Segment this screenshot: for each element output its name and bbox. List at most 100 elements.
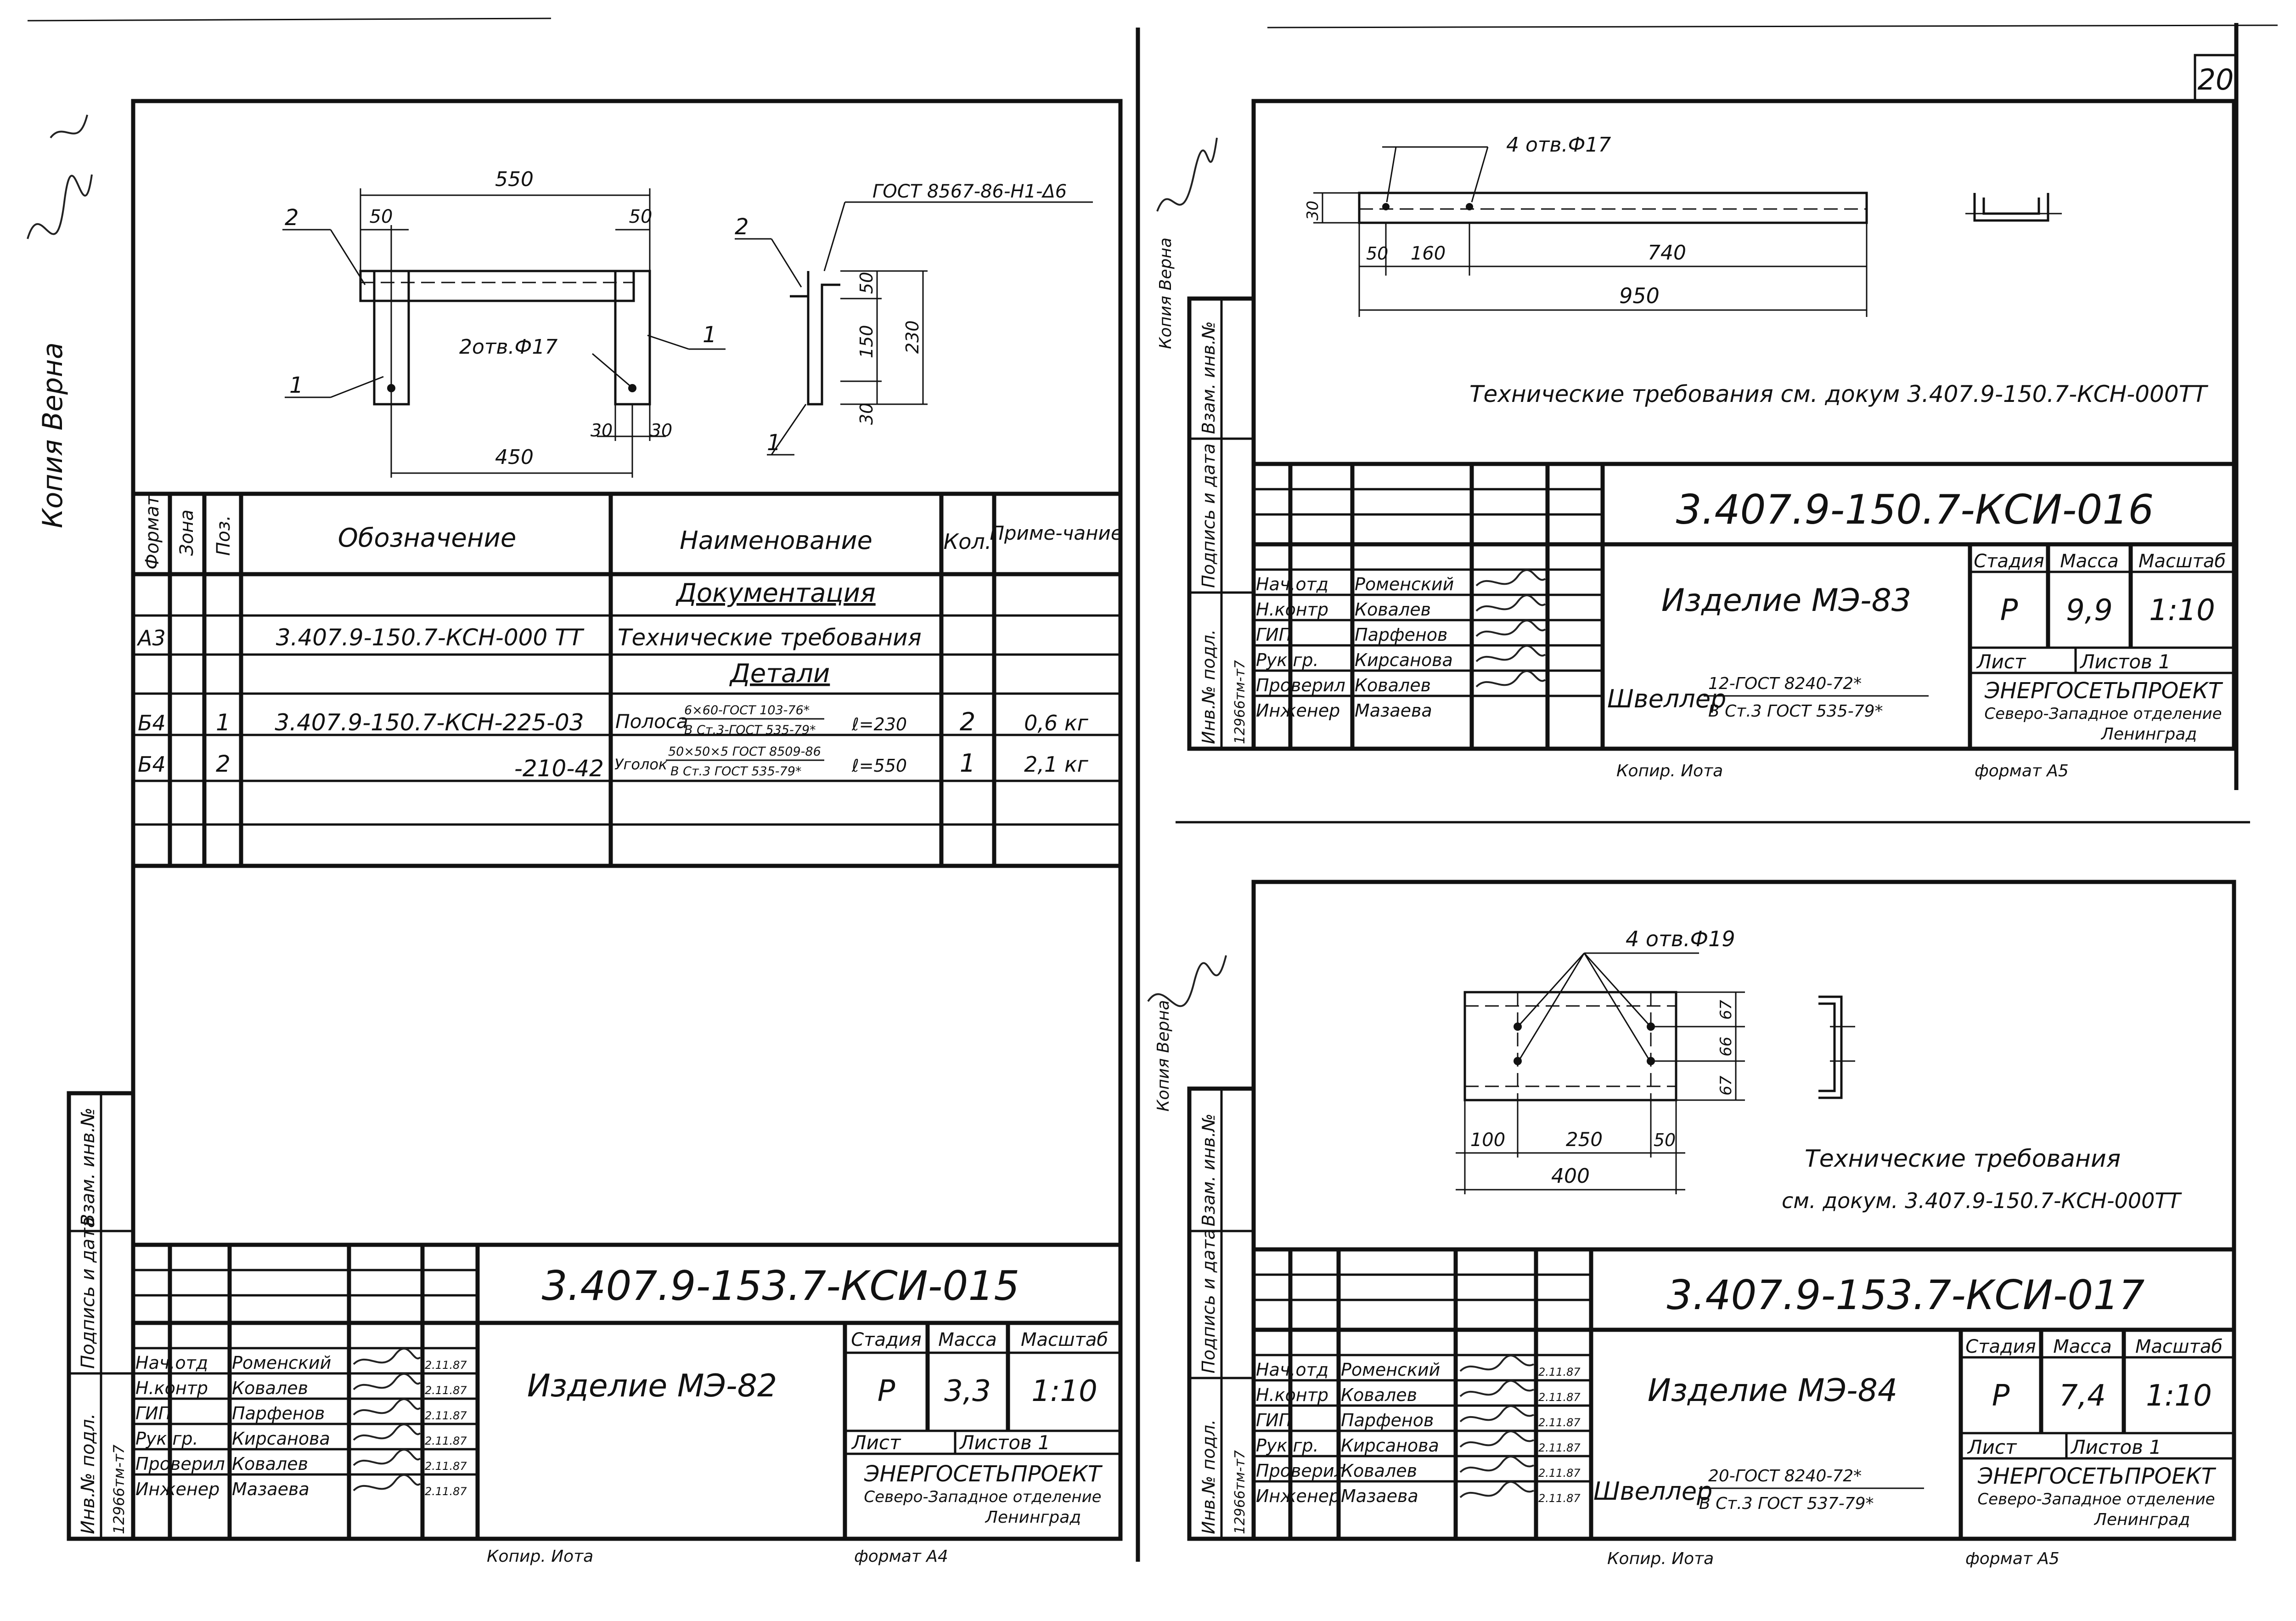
dim-v-230: 230 [902, 320, 923, 354]
material-steel: В Ст.3 ГОСТ 535-79* [1708, 702, 1883, 721]
dim-v-50: 50 [856, 272, 877, 294]
signature [353, 1474, 421, 1491]
dim-30-016: 30 [1304, 201, 1322, 220]
row2-designation: -210-42 [514, 755, 604, 782]
staff-name: Кирсанова [232, 1429, 330, 1449]
tech-req-017-line1: Технические требования [1805, 1145, 2121, 1173]
staff-date: 2.11.87 [1538, 1441, 1581, 1454]
signature [1475, 620, 1546, 637]
value-mass: 9,9 [2066, 593, 2113, 627]
row-docs-designation: 3.407.9-150.7-КСН-000 ТТ [276, 624, 585, 651]
dim-250: 250 [1566, 1128, 1603, 1151]
staff-name: Роменский [1355, 574, 1454, 594]
holes-label-017: 4 отв.Ф19 [1626, 926, 1735, 951]
signature [1475, 670, 1546, 688]
signature [1475, 594, 1546, 612]
org-city: Ленинград [2100, 725, 2197, 744]
staff-role: Нач.отд [1256, 1360, 1328, 1380]
dim-30-left: 30 [591, 420, 613, 441]
header-note: Приме-чание [990, 522, 1122, 544]
staff-date: 2.11.87 [425, 1384, 467, 1397]
material-steel: В Ст.3 ГОСТ 537-79* [1699, 1494, 1874, 1513]
staff-date: 2.11.87 [1538, 1467, 1581, 1480]
copy-stamp-right-mid: Копия Верна [1154, 1000, 1173, 1112]
label-sheet: Лист [1976, 650, 2026, 673]
label-podpis: Подпись и дата [1199, 443, 1219, 588]
staff-role: Рук.гр. [1256, 1435, 1319, 1456]
pos-1-label-c: 1 [767, 430, 781, 456]
inv-number: 12966тм-т7 [1232, 1450, 1248, 1534]
row-docs-name: Технические требования [618, 624, 922, 651]
signature [1459, 1355, 1534, 1372]
material-main: Швеллер [1607, 684, 1726, 713]
format-label: формат А4 [854, 1547, 948, 1566]
sheet-015: 550 50 50 450 30 30 2отв.Ф17 2 1 1 [67, 99, 1123, 1566]
row2-qty: 1 [960, 749, 975, 778]
staff-name: Ковалев [1341, 1461, 1417, 1481]
label-scale: Масштаб [2135, 1336, 2223, 1357]
dim-66: 66 [1717, 1037, 1735, 1056]
row1-steel: В Ст.3-ГОСТ 535-79* [684, 723, 816, 737]
row2-format: Б4 [138, 752, 166, 777]
staff-name: Ковалев [232, 1454, 308, 1474]
label-sheet: Лист [851, 1431, 901, 1454]
sheet-017-drawing: 4 отв.Ф19 67 66 67 100 250 50 400 [1456, 926, 2182, 1213]
signature [1459, 1430, 1534, 1448]
label-podpis: Подпись и дата [78, 1217, 99, 1369]
signature [353, 1423, 421, 1441]
signature [353, 1373, 421, 1390]
staff-name: Парфенов [1341, 1410, 1434, 1430]
label-inv-podl: Инв.№ подл. [1199, 1419, 1219, 1534]
signature [1459, 1456, 1534, 1473]
row-docs-format: А3 [136, 626, 166, 650]
copy-label: Копир. Иота [1607, 1549, 1714, 1568]
top-edge-line [27, 17, 551, 22]
row1-qty: 2 [960, 707, 975, 736]
top-edge-line-right [1267, 24, 2278, 28]
side-strip-016: Инв.№ подл. Подпись и дата Взам. инв.№ 1… [1187, 296, 1256, 751]
row2-note: 2,1 кг [1024, 752, 1089, 777]
label-mass: Масса [2060, 551, 2119, 572]
header-name: Наименование [680, 526, 872, 555]
dim-67-top: 67 [1717, 1000, 1735, 1020]
dim-160-016: 160 [1411, 243, 1446, 264]
staff-name: Мазаева [232, 1479, 310, 1499]
sheet-017: 4 отв.Ф19 67 66 67 100 250 50 400 [1187, 880, 2236, 1568]
row1-name: Полоса [615, 710, 688, 733]
label-sheets: Листов 1 [2070, 1436, 2161, 1458]
signature [1459, 1405, 1534, 1423]
header-qty: Кол. [944, 529, 992, 554]
table-row: Б4 2 -210-42 Уголок 50×50×5 ГОСТ 8509-86… [138, 745, 1089, 782]
label-sheets: Листов 1 [2079, 650, 2171, 673]
label-sheet: Лист [1967, 1436, 2017, 1458]
row2-steel: В Ст.3 ГОСТ 535-79* [670, 764, 801, 779]
side-strip-015: Инв.№ подл. Подпись и дата Взам. инв.№ 1… [67, 1091, 135, 1541]
copy-label: Копир. Иота [487, 1547, 593, 1566]
holes-label-016: 4 отв.Ф17 [1506, 133, 1611, 157]
table-row: Б4 1 3.407.9-150.7-КСН-225-03 Полоса 6×6… [138, 703, 1089, 737]
staff-name: Роменский [232, 1353, 331, 1373]
sheet-015-drawing: 550 50 50 450 30 30 2отв.Ф17 2 1 1 [282, 168, 1093, 478]
row1-note: 0,6 кг [1024, 711, 1089, 735]
sheet-015-item: Изделие МЭ-82 [527, 1368, 777, 1404]
format-label: формат А5 [1965, 1549, 2060, 1568]
sheet-016: 4 отв.Ф17 30 50 160 740 950 Технические … [1187, 99, 2236, 780]
header-pos: Поз. [213, 515, 234, 556]
material-profile: 12-ГОСТ 8240-72* [1708, 674, 1862, 693]
staff-name: Кирсанова [1341, 1435, 1439, 1456]
staff-date: 2.11.87 [425, 1435, 467, 1447]
header-designation: Обозначение [338, 523, 517, 553]
staff-name: Парфенов [1355, 625, 1447, 645]
sheet-015-frame [131, 99, 1123, 1541]
signature [1459, 1481, 1534, 1498]
dim-v-30: 30 [856, 403, 877, 425]
staff-role: Инженер [135, 1479, 219, 1499]
signature [1459, 1380, 1534, 1397]
dim-50-016: 50 [1366, 243, 1388, 264]
hole-right [628, 384, 636, 392]
staff-name: Мазаева [1341, 1486, 1418, 1506]
label-stage: Стадия [851, 1329, 921, 1350]
channel-section-016 [1973, 193, 2049, 222]
org-sub: Северо-Западное отделение [1977, 1490, 2215, 1508]
dim-30-right: 30 [650, 420, 672, 441]
